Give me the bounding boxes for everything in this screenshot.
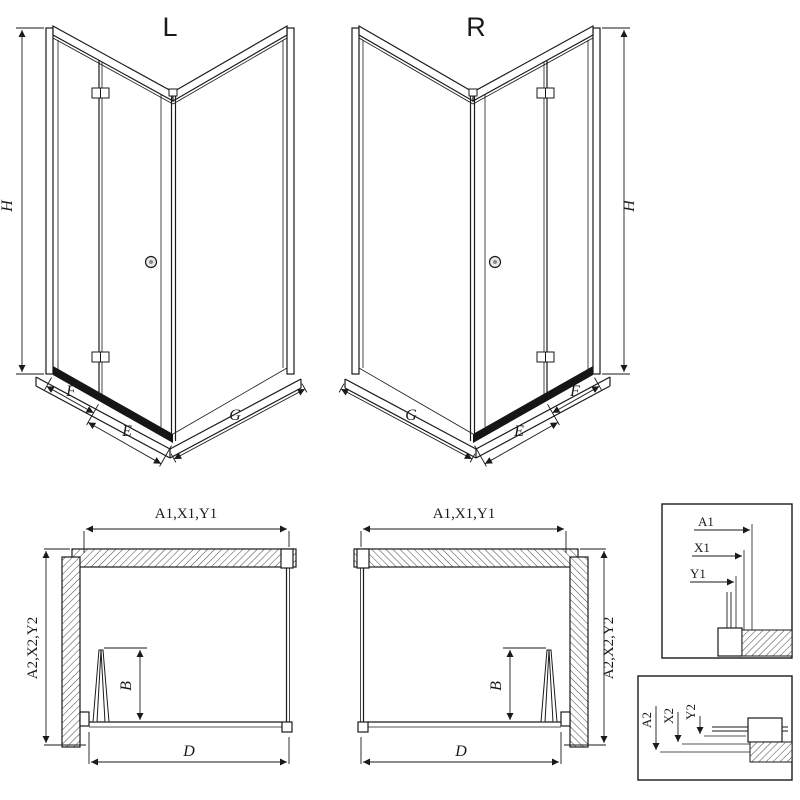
wall-profile-section bbox=[717, 627, 743, 657]
label-d-plan-left: D bbox=[182, 743, 195, 760]
wall-hatch-detail-depth bbox=[749, 741, 793, 763]
label-h-left: H bbox=[0, 199, 16, 213]
label-x2-detail: X2 bbox=[661, 708, 676, 724]
detail-box-depth bbox=[637, 675, 793, 781]
label-d-plan-right: D bbox=[454, 743, 467, 760]
wall-hatch-detail bbox=[741, 629, 793, 657]
label-y2-detail: Y2 bbox=[683, 704, 698, 720]
label-width-plan-left: A1,X1,Y1 bbox=[155, 506, 218, 522]
label-g-right: G bbox=[405, 407, 417, 424]
variant-label-right: R bbox=[466, 12, 486, 42]
label-g-left: G bbox=[229, 407, 241, 424]
label-h-right: H bbox=[621, 199, 638, 213]
iso-view-right bbox=[339, 26, 630, 466]
label-a2-detail: A2 bbox=[639, 712, 654, 728]
label-f-right: F bbox=[569, 383, 580, 400]
label-f-left: F bbox=[65, 383, 76, 400]
label-b-plan-left: B bbox=[118, 681, 135, 691]
label-depth-plan-right: A2,X2,Y2 bbox=[601, 617, 617, 680]
label-a1-detail: A1 bbox=[698, 514, 714, 529]
label-y1-detail: Y1 bbox=[690, 566, 706, 581]
label-depth-plan-left: A2,X2,Y2 bbox=[25, 617, 41, 680]
label-x1-detail: X1 bbox=[694, 540, 710, 555]
plan-view-left bbox=[44, 529, 296, 764]
plan-view-right bbox=[354, 529, 606, 764]
label-e-left: E bbox=[121, 423, 132, 440]
label-width-plan-right: A1,X1,Y1 bbox=[433, 506, 496, 522]
detail-box-width bbox=[661, 503, 793, 659]
label-b-plan-right: B bbox=[488, 681, 505, 691]
iso-view-left bbox=[16, 26, 307, 466]
variant-label-left: L bbox=[162, 12, 177, 42]
wall-profile-section-depth bbox=[747, 717, 783, 743]
label-e-right: E bbox=[513, 423, 524, 440]
